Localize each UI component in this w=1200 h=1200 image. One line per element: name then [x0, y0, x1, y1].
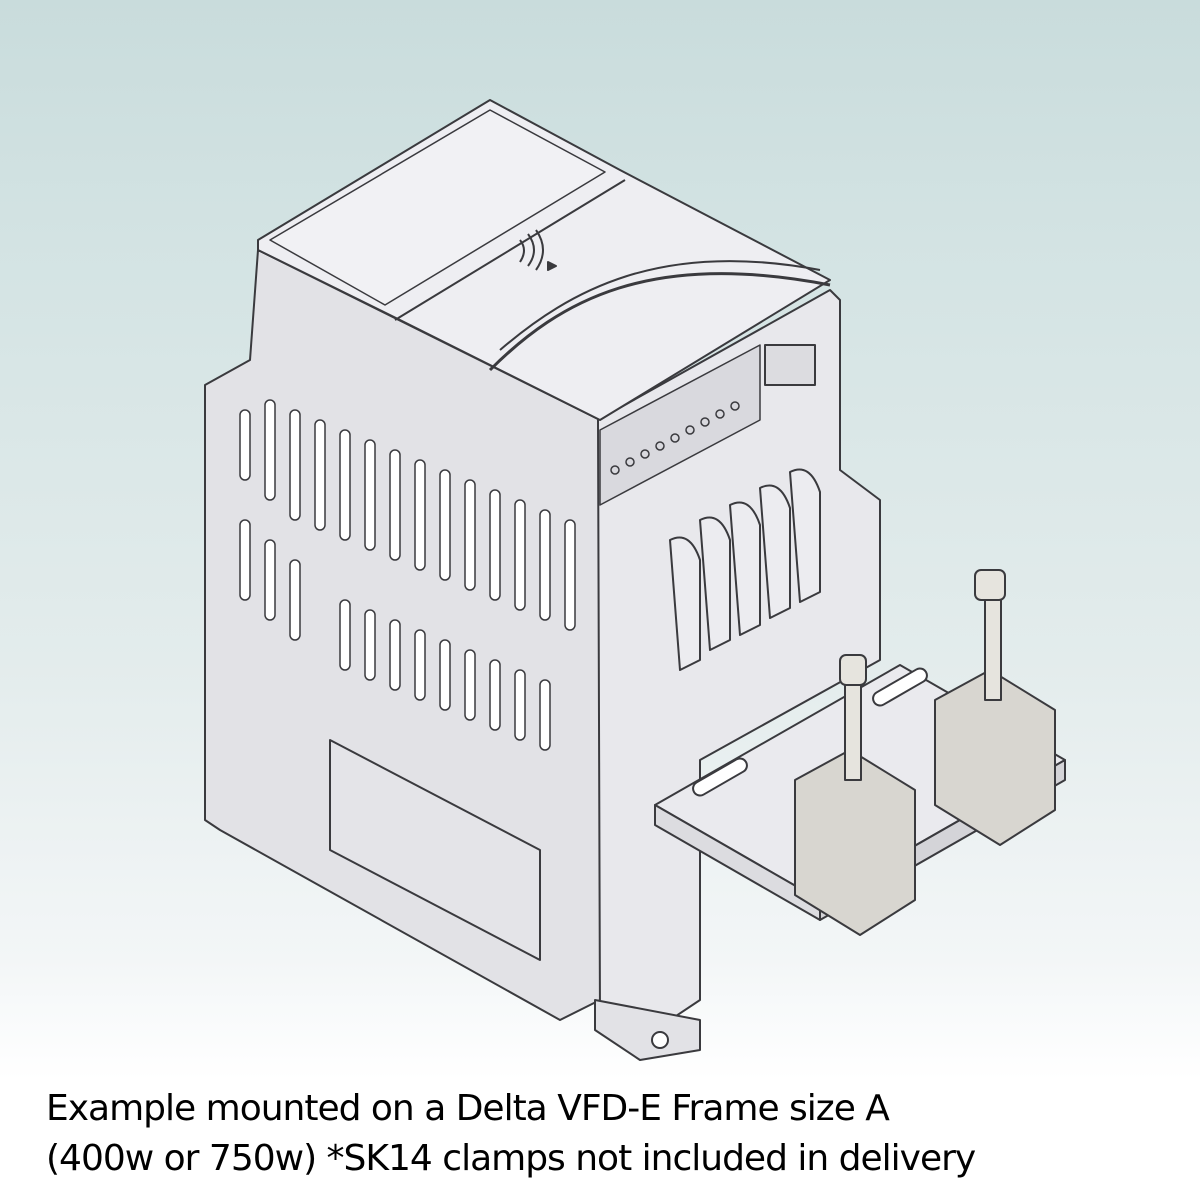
power-terminals [669, 468, 821, 671]
control-terminal-block [599, 344, 761, 506]
label-recess [329, 739, 541, 961]
sk14-clamp-1 [794, 654, 916, 936]
figure-caption: Example mounted on a Delta VFD-E Frame s… [46, 1084, 1186, 1184]
caption-line-1: Example mounted on a Delta VFD-E Frame s… [46, 1088, 890, 1129]
mounting-foot [594, 999, 701, 1061]
vent-slots-side [239, 399, 576, 751]
product-illustration [204, 99, 1066, 1061]
sk14-clamp-2 [934, 569, 1056, 846]
rj45-port [764, 344, 816, 386]
wireless-logo-icon [519, 229, 557, 271]
caption-line-2: (400w or 750w) *SK14 clamps not included… [46, 1138, 976, 1179]
